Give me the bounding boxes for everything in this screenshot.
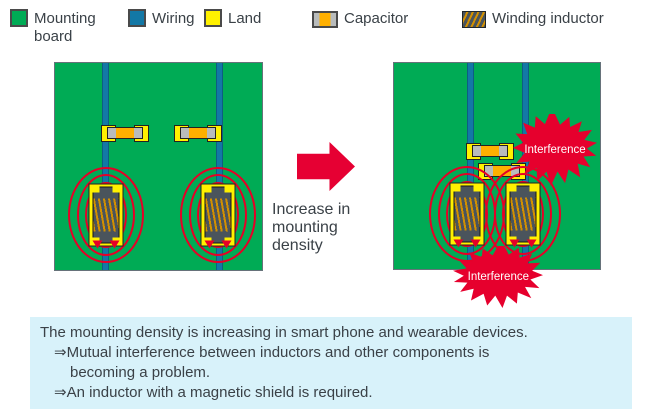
land-notch [112, 186, 120, 193]
winding-inductor-with-field [484, 165, 562, 263]
magnetic-field-line [180, 167, 256, 263]
field-arrow [526, 239, 537, 248]
note-line: becoming a problem. [70, 364, 211, 381]
field-arrow [109, 240, 120, 249]
coil-winding [510, 197, 536, 231]
legend-label: Capacitor [344, 10, 409, 27]
land-notch [224, 186, 232, 193]
interference-label: Interference [467, 271, 529, 283]
note-line: ⇒An inductor with a magnetic shield is r… [54, 384, 373, 401]
field-arrow [470, 239, 481, 248]
magnetic-field-line [502, 181, 544, 247]
capacitor-body [107, 127, 143, 139]
caption-line: Increase in [272, 201, 351, 218]
capacitor-swatch-icon [312, 11, 338, 28]
note-line: ⇒Mutual interference between inductors a… [54, 344, 490, 361]
legend-label: Mounting board [34, 10, 96, 45]
winding-inductor-with-field [179, 166, 257, 264]
capacitor-component [466, 143, 514, 160]
note-line: The mounting density is increasing in sm… [40, 324, 528, 341]
field-arrow [204, 240, 215, 249]
land-notch [92, 186, 100, 193]
coil-winding [205, 198, 231, 232]
magnetic-field-line [197, 182, 239, 248]
capacitor-component [174, 125, 222, 142]
inductor-body [92, 186, 120, 244]
legend-item-land: Land [204, 9, 261, 28]
winding-inductor-component [200, 183, 236, 249]
note-box: The mounting density is increasing in sm… [30, 317, 632, 409]
capacitor-body [180, 127, 216, 139]
field-arrow [221, 240, 232, 249]
winding-inductor-component [505, 182, 541, 248]
legend-item-winding-inductor: Winding inductor [462, 9, 604, 28]
winding-inductor-component [449, 182, 485, 248]
winding-inductor-with-field [67, 166, 145, 264]
legend-item-mounting-board: Mounting board [10, 9, 108, 46]
inductor-body [453, 185, 481, 243]
mounting-board-swatch-icon [10, 9, 28, 27]
field-arrow [509, 239, 520, 248]
capacitor-body [472, 145, 508, 157]
right-arrow-icon [297, 142, 355, 191]
inductor-body [204, 186, 232, 244]
board-high-density: Interference Interference [393, 62, 601, 270]
land-notch [509, 185, 517, 192]
caption-line: mounting [272, 219, 338, 236]
legend-label: Wiring [152, 10, 195, 27]
winding-inductor-swatch-icon [462, 11, 486, 28]
inductor-body [509, 185, 537, 243]
land-notch [473, 185, 481, 192]
land-notch [453, 185, 461, 192]
wiring-trace [216, 63, 223, 270]
magnetic-field-line [494, 173, 552, 255]
transition-block: Increase in mounting density [272, 142, 384, 255]
capacitor-component [101, 125, 149, 142]
field-arrow [453, 239, 464, 248]
wiring-swatch-icon [128, 9, 146, 27]
magnetic-field-line [77, 174, 135, 256]
magnetic-field-line [68, 167, 144, 263]
field-arrow [92, 240, 103, 249]
winding-inductor-component [88, 183, 124, 249]
land-swatch-icon [204, 9, 222, 27]
legend-item-capacitor: Capacitor [312, 9, 408, 28]
coil-winding [93, 198, 119, 232]
magnetic-field-line [85, 182, 127, 248]
transition-caption: Increase in mounting density [272, 201, 384, 255]
land-notch [204, 186, 212, 193]
legend-label: Land [228, 10, 262, 27]
coil-winding [454, 197, 480, 231]
land-notch [529, 185, 537, 192]
caption-line: density [272, 237, 323, 254]
board-low-density [54, 62, 263, 271]
magnetic-field-line [189, 174, 247, 256]
interference-label: Interference [524, 144, 586, 156]
wiring-trace [102, 63, 109, 270]
legend-item-wiring: Wiring [128, 9, 195, 28]
legend-label: Winding inductor [492, 10, 604, 27]
